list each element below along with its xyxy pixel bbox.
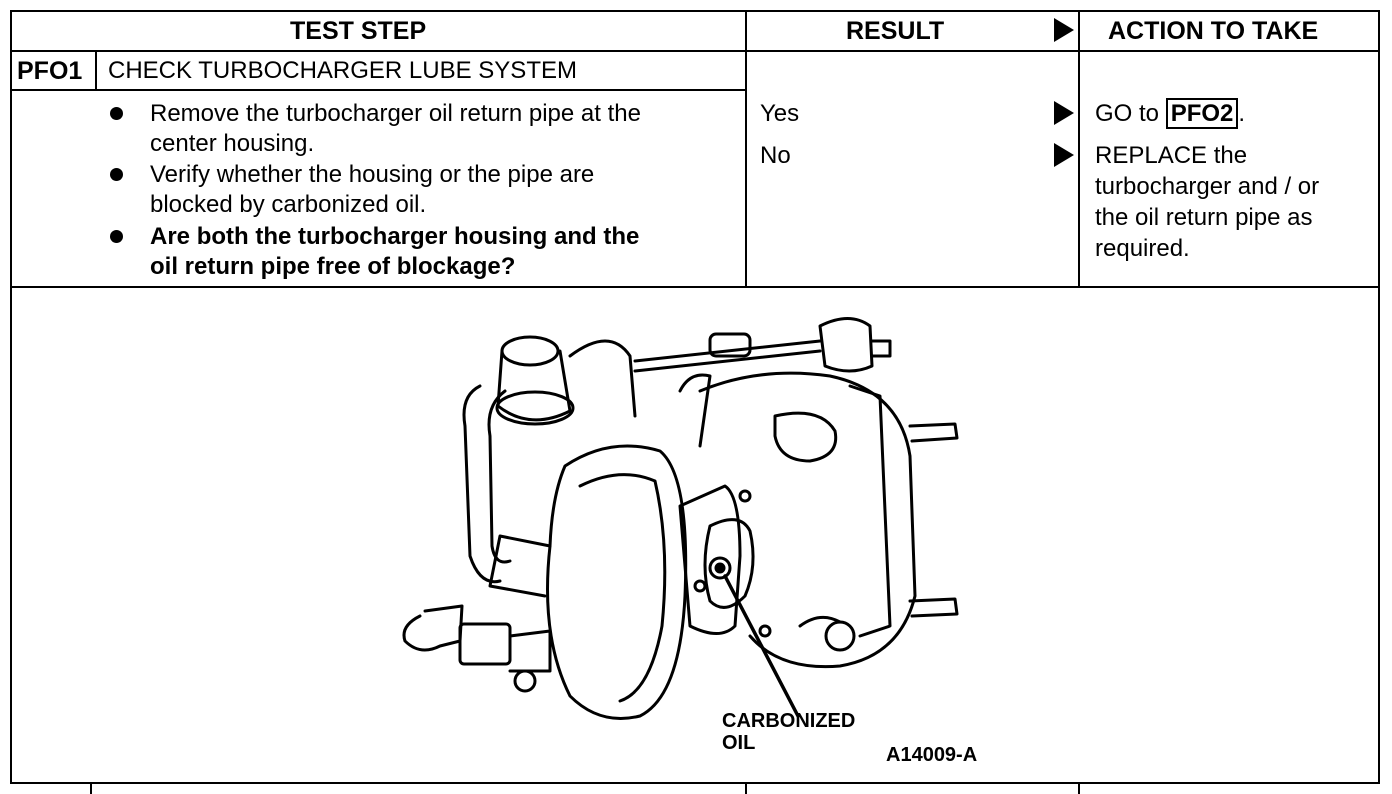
header-action-to-take: ACTION TO TAKE bbox=[1108, 17, 1319, 45]
action-no-line1: REPLACE the bbox=[1095, 142, 1248, 169]
title-row-border bbox=[10, 89, 746, 91]
pfo2-step-link[interactable]: PFO2 bbox=[1165, 98, 1239, 129]
step-bullet-1-line2: center housing. bbox=[150, 130, 315, 157]
step-bullet-2-line2: blocked by carbonized oil. bbox=[150, 191, 427, 218]
header-test-step: TEST STEP bbox=[290, 17, 427, 45]
step-bullet-1-line1: Remove the turbocharger oil return pipe … bbox=[150, 100, 641, 127]
col-divider-action bbox=[1078, 10, 1080, 288]
step-bullet-3-line2: oil return pipe free of blockage? bbox=[150, 253, 516, 280]
figure-id: A14009-A bbox=[886, 744, 978, 766]
action-yes-prefix: GO to bbox=[1095, 100, 1160, 127]
bullet-icon bbox=[110, 168, 123, 181]
col-divider-result bbox=[745, 10, 747, 288]
step-code: PFO1 bbox=[17, 57, 83, 85]
turbocharger-illustration bbox=[402, 317, 959, 720]
step-row-bottom-border bbox=[10, 286, 1380, 288]
action-yes-suffix: . bbox=[1238, 100, 1246, 127]
result-no: No bbox=[760, 142, 791, 169]
header-result: RESULT bbox=[846, 17, 945, 45]
result-no-arrow-icon bbox=[1054, 143, 1074, 167]
header-arrow-icon bbox=[1054, 18, 1074, 42]
action-no-line3: the oil return pipe as bbox=[1095, 204, 1313, 231]
action-no-line2: turbocharger and / or bbox=[1095, 173, 1320, 200]
step-bullet-2-line1: Verify whether the housing or the pipe a… bbox=[150, 161, 595, 188]
bullet-icon bbox=[110, 230, 123, 243]
action-no-line4: required. bbox=[1095, 235, 1190, 262]
code-cell-divider bbox=[95, 50, 97, 90]
result-yes: Yes bbox=[760, 100, 800, 127]
table-left-border bbox=[10, 10, 12, 784]
callout-oil: OIL bbox=[722, 732, 756, 754]
step-bullet-3-line1: Are both the turbocharger housing and th… bbox=[150, 223, 640, 250]
callout-carbonized: CARBONIZED bbox=[722, 710, 856, 732]
figure-bottom-border bbox=[10, 782, 1380, 784]
step-title: CHECK TURBOCHARGER LUBE SYSTEM bbox=[108, 57, 577, 84]
table-right-border bbox=[1378, 10, 1380, 784]
table-top-border bbox=[10, 10, 1380, 12]
continuation-tick bbox=[745, 784, 747, 794]
result-yes-arrow-icon bbox=[1054, 101, 1074, 125]
continuation-tick bbox=[1078, 784, 1080, 794]
action-yes: GO to PFO2. bbox=[1095, 98, 1246, 129]
header-bottom-border bbox=[10, 50, 1380, 52]
bullet-icon bbox=[110, 107, 123, 120]
continuation-tick bbox=[90, 784, 92, 794]
